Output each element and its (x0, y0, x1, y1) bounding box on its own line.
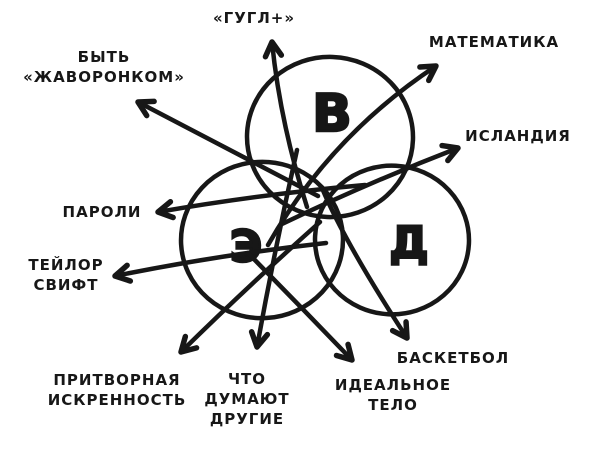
label-taylor-swift: ТЕЙЛОР СВИФТ (28, 256, 104, 294)
arrowhead-what-others-think (248, 329, 271, 350)
arrow-taylor-swift (112, 240, 329, 284)
label-iceland: ИСЛАНДИЯ (465, 127, 571, 145)
circle-v: В (244, 54, 416, 220)
circle-d: Д (312, 163, 472, 317)
label-morning-person: БЫТЬ «ЖАВОРОНКОМ» (23, 48, 185, 86)
arrowhead-perfect-body (333, 341, 355, 363)
label-google-plus: «ГУГЛ+» (212, 9, 296, 27)
circle-letter-v: В (312, 84, 352, 144)
circle-e: Э (178, 159, 346, 321)
label-fake-sincerity: ПРИТВОРНАЯ ИСКРЕННОСТЬ (47, 371, 187, 409)
arrowhead-taylor-swift (112, 262, 134, 284)
label-mathematics: МАТЕМАТИКА (428, 33, 560, 51)
arrowhead-iceland (439, 142, 461, 164)
arrow-fake-sincerity (178, 219, 323, 355)
arrow-what-others-think (248, 147, 300, 350)
arrowhead-passwords (155, 198, 176, 221)
arrowhead-mathematics (417, 63, 439, 84)
arrow-iceland (279, 142, 461, 227)
arrowhead-basketball (389, 319, 410, 341)
label-passwords: ПАРОЛИ (62, 203, 142, 221)
circle-letter-d: Д (389, 218, 428, 269)
label-basketball: БАСКЕТБОЛ (396, 349, 510, 367)
label-perfect-body: ИДЕАЛЬНОЕ ТЕЛО (334, 376, 452, 414)
arrow-morning-person (135, 98, 321, 199)
arrowhead-fake-sincerity (178, 333, 200, 355)
arrow-perfect-body (245, 250, 355, 363)
arrow-passwords (155, 182, 368, 221)
arrowhead-google-plus (262, 39, 285, 60)
circle-letter-e: Э (230, 222, 262, 273)
label-what-others-think: ЧТО ДУМАЮТ ДРУГИЕ (204, 370, 290, 428)
arrowhead-morning-person (135, 98, 157, 119)
arrow-basketball (319, 185, 410, 341)
